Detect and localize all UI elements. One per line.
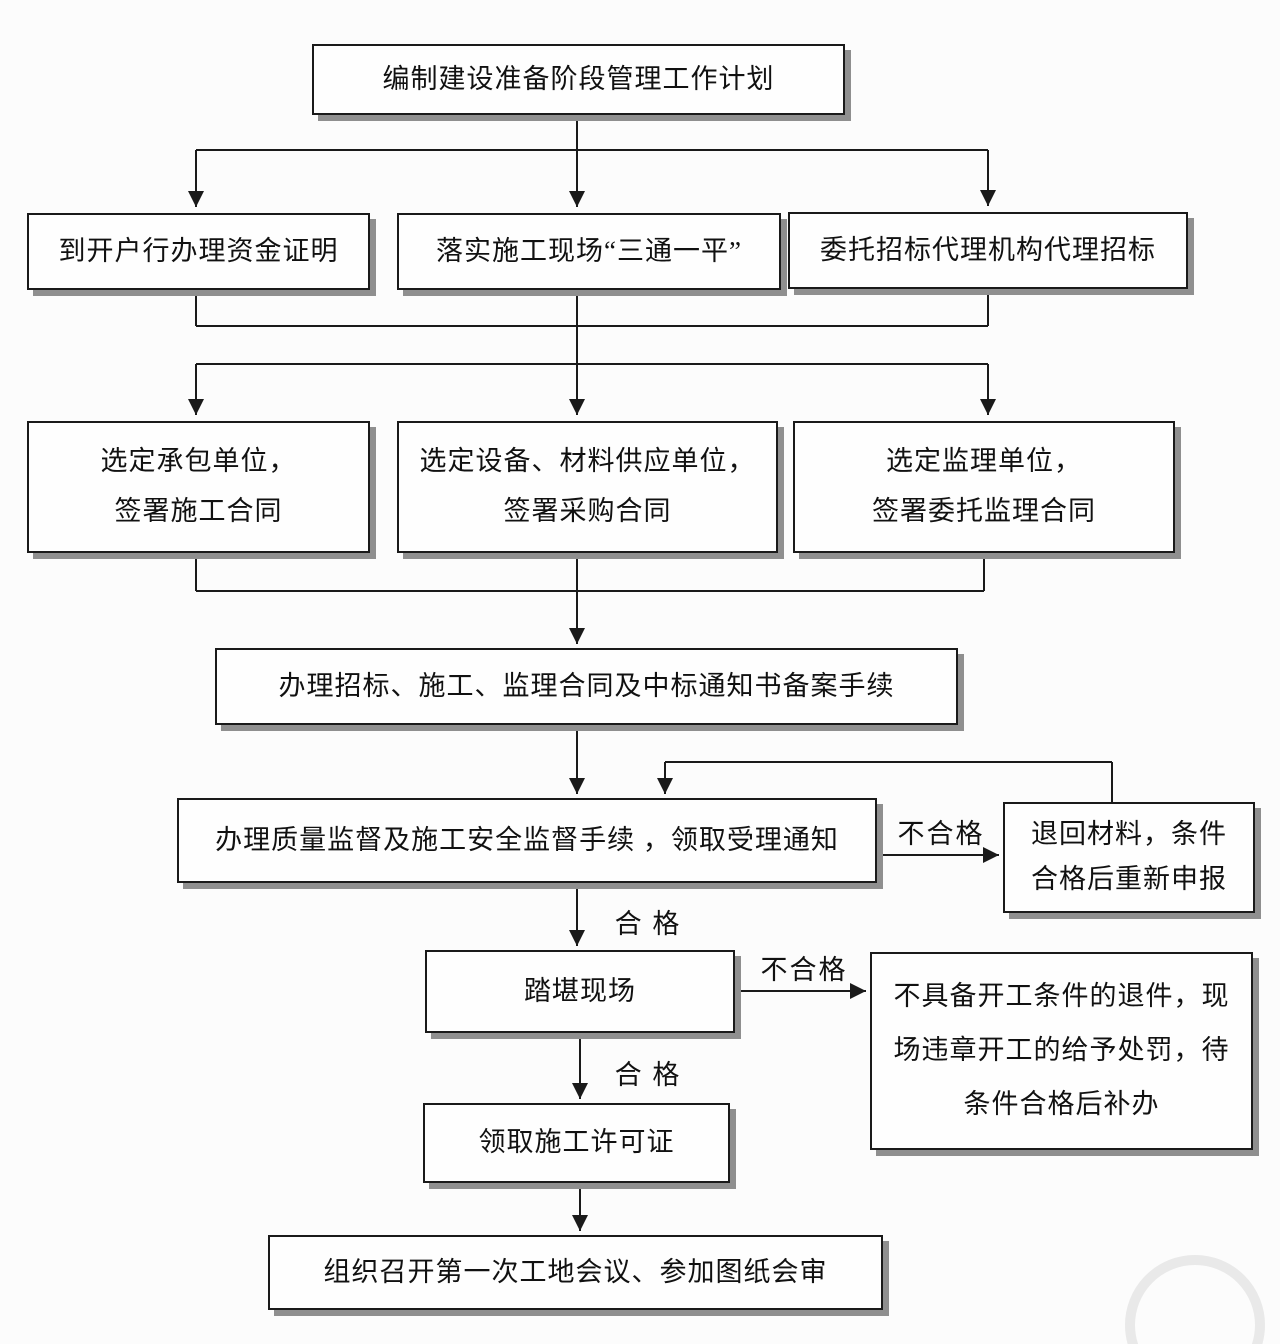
node-supplier-line2: 签署采购合同 — [503, 496, 672, 527]
node-supplier: 选定设备、材料供应单位， 签署采购合同 — [397, 421, 778, 553]
node-bidding-agency-label: 委托招标代理机构代理招标 — [820, 234, 1156, 265]
node-return-materials-line2: 合格后重新申报 — [1031, 864, 1227, 895]
node-filing: 办理招标、施工、监理合同及中标通知书备案手续 — [215, 648, 958, 725]
node-rejection: 不具备开工条件的退件，现 场违章开工的给予处罚，待 条件合格后补办 — [870, 952, 1253, 1150]
edge-label-unqualified-1: 不合格 — [897, 819, 985, 849]
node-plan: 编制建设准备阶段管理工作计划 — [312, 44, 845, 115]
node-supervisor-line1: 选定监理单位， — [886, 446, 1082, 477]
node-return-materials-line1: 退回材料，条件 — [1031, 818, 1227, 849]
node-permit-label: 领取施工许可证 — [478, 1127, 675, 1158]
node-supervisor-line2: 签署委托监理合同 — [872, 496, 1096, 527]
node-rejection-line3: 条件合格后补办 — [963, 1089, 1160, 1120]
edge-label-unqualified-2: 不合格 — [760, 955, 848, 985]
node-quality-supervision-label: 办理质量监督及施工安全监督手续 ，领取受理通知 — [215, 824, 839, 855]
edge-label-qualified-1: 合 格 — [614, 909, 682, 939]
node-fund-proof: 到开户行办理资金证明 — [27, 213, 370, 290]
node-fund-proof-label: 到开户行办理资金证明 — [58, 235, 339, 266]
node-quality-supervision: 办理质量监督及施工安全监督手续 ，领取受理通知 — [177, 798, 877, 883]
node-contractor-line2: 签署施工合同 — [114, 496, 283, 527]
edge-label-qualified-2: 合 格 — [614, 1060, 682, 1090]
node-site-survey: 踏堪现场 — [425, 950, 735, 1033]
node-site-survey-label: 踏堪现场 — [524, 975, 636, 1006]
node-permit: 领取施工许可证 — [423, 1103, 730, 1183]
node-rejection-line2: 场违章开工的给予处罚，待 — [893, 1035, 1230, 1066]
node-supervisor: 选定监理单位， 签署委托监理合同 — [793, 421, 1175, 553]
node-filing-label: 办理招标、施工、监理合同及中标通知书备案手续 — [278, 670, 895, 701]
node-first-meeting-label: 组织召开第一次工地会议、参加图纸会审 — [323, 1256, 828, 1287]
node-supplier-line1: 选定设备、材料供应单位， — [419, 446, 756, 477]
node-site-prep-label: 落实施工现场“三通一平” — [436, 235, 742, 266]
node-contractor-line1: 选定承包单位， — [100, 446, 297, 477]
node-bidding-agency: 委托招标代理机构代理招标 — [788, 212, 1188, 289]
node-contractor: 选定承包单位， 签署施工合同 — [27, 421, 370, 553]
node-rejection-line1: 不具备开工条件的退件，现 — [893, 981, 1230, 1012]
node-site-prep: 落实施工现场“三通一平” — [397, 213, 781, 290]
node-plan-label: 编制建设准备阶段管理工作计划 — [382, 63, 775, 94]
node-return-materials: 退回材料，条件 合格后重新申报 — [1003, 802, 1255, 913]
node-first-meeting: 组织召开第一次工地会议、参加图纸会审 — [268, 1235, 883, 1310]
watermark-circle — [1125, 1255, 1265, 1344]
